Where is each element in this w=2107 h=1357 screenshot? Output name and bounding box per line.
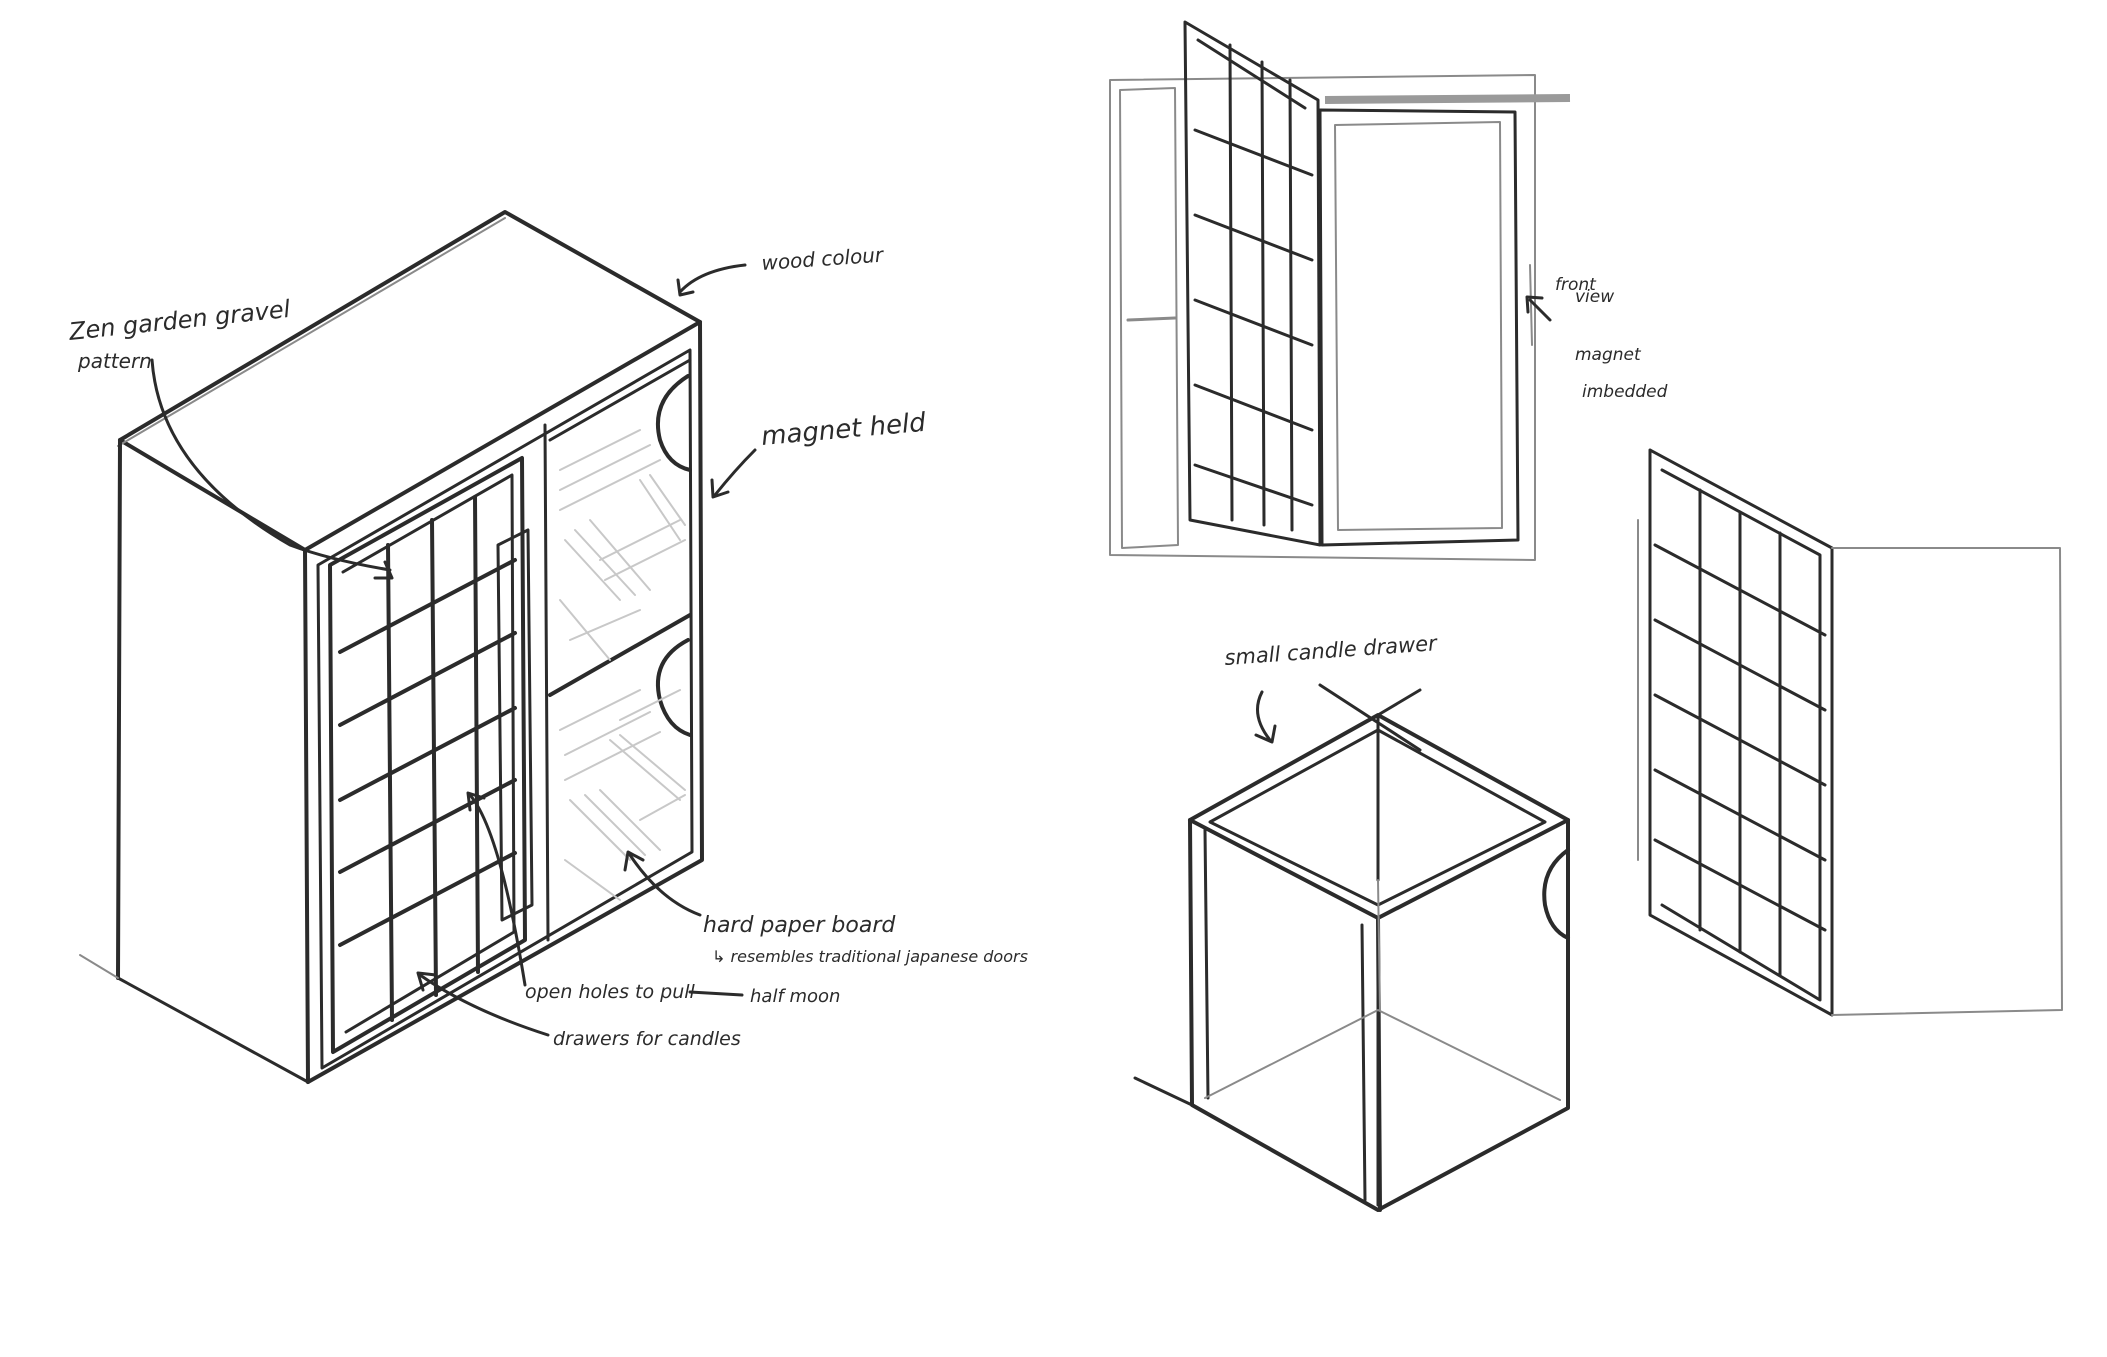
arrow-zen-garden bbox=[150, 358, 392, 572]
swung-rail-4 bbox=[1193, 383, 1314, 432]
side-back-panel bbox=[1831, 547, 2063, 1016]
note-half-moon: half moon bbox=[750, 986, 840, 1007]
door-view-left-jamb bbox=[1119, 87, 1179, 549]
rail-3 bbox=[338, 706, 517, 802]
drawer-top-cross bbox=[1318, 683, 1422, 752]
lattice-panel-side bbox=[1637, 448, 2063, 1017]
door-view-top-shadow bbox=[1324, 94, 1571, 104]
arrow-magnet-held-head bbox=[710, 478, 730, 499]
door-handle bbox=[496, 528, 534, 922]
swung-rail-1 bbox=[1193, 128, 1314, 177]
arrow-zen-garden-head bbox=[373, 560, 394, 580]
swung-mullion-2 bbox=[1260, 60, 1266, 527]
lattice-door-frame bbox=[328, 456, 527, 1054]
note-open-holes: open holes to pull bbox=[525, 981, 696, 1003]
cabinet-floor-line bbox=[79, 954, 119, 979]
note-resembles: ↳ resembles traditional japanese doors bbox=[712, 947, 1028, 966]
arrow-drawers-head bbox=[416, 971, 438, 992]
cabinet-bottom-left bbox=[116, 976, 310, 1084]
arrow-magnet-imbedded-head bbox=[1525, 295, 1544, 314]
paper-panels bbox=[548, 358, 692, 901]
drawer-top-inner bbox=[1208, 728, 1547, 907]
arrow-magnet-imbedded bbox=[1528, 298, 1552, 322]
arrow-half-moon bbox=[688, 990, 744, 997]
arrow-wood-colour-head bbox=[676, 278, 695, 297]
arrow-candle-drawer bbox=[1256, 690, 1272, 742]
arrow-hard-paper bbox=[628, 853, 702, 917]
gravel-pattern bbox=[559, 429, 686, 901]
note-hard-paper-board: hard paper board bbox=[703, 913, 896, 938]
door-view-panel bbox=[1318, 108, 1520, 547]
drawer-inner-bottom bbox=[1204, 879, 1561, 1101]
panel-top bbox=[548, 358, 692, 442]
cabinet-front-frame bbox=[316, 348, 694, 1070]
cabinet-divider bbox=[543, 423, 550, 942]
note-front-view-line2: view bbox=[1575, 287, 1614, 307]
side-rail-3 bbox=[1653, 693, 1827, 787]
arrow-open-holes-head bbox=[466, 791, 486, 812]
door-open-view bbox=[1109, 20, 1571, 561]
note-magnet-imbedded-line2: imbedded bbox=[1582, 382, 1668, 402]
note-small-candle-drawer: small candle drawer bbox=[1224, 631, 1439, 670]
rail-4 bbox=[338, 778, 517, 874]
swung-rail-3 bbox=[1193, 298, 1314, 347]
swung-rail-2 bbox=[1193, 213, 1314, 262]
mullion-2 bbox=[430, 518, 438, 997]
swung-mullion-1 bbox=[1228, 43, 1234, 522]
cabinet-top-face bbox=[118, 210, 702, 552]
drawer-front-corner-inner bbox=[1360, 923, 1367, 1202]
side-rail-1 bbox=[1653, 543, 1827, 637]
note-wood-colour: wood colour bbox=[761, 242, 886, 275]
arrow-hard-paper-head bbox=[623, 850, 645, 872]
door-view-outline bbox=[1109, 74, 1536, 561]
side-rail-4 bbox=[1653, 768, 1827, 862]
arrow-drawers bbox=[418, 973, 550, 1037]
swung-rail-5 bbox=[1193, 463, 1314, 507]
drawer-floor-line bbox=[1133, 1076, 1194, 1107]
drawer-front-left-inner bbox=[1203, 828, 1210, 1100]
arrow-open-holes bbox=[468, 793, 527, 987]
arrow-magnet-held bbox=[713, 448, 757, 497]
cabinet-front-outline bbox=[306, 320, 704, 1084]
door-view-magnet-strip bbox=[1529, 264, 1533, 346]
swung-mullion-3 bbox=[1288, 78, 1294, 532]
cabinet-left-edge bbox=[116, 438, 122, 980]
panel-middle-rail bbox=[548, 613, 692, 697]
note-zen-garden-line1: Zen garden gravel bbox=[67, 295, 292, 346]
note-drawers-for-candles: drawers for candles bbox=[553, 1028, 741, 1050]
mullion-3 bbox=[473, 495, 480, 974]
door-view-magnet-mark bbox=[1126, 316, 1177, 322]
cabinet-front-corner bbox=[303, 548, 310, 1084]
drawer-half-moon bbox=[1542, 848, 1570, 940]
note-magnet-imbedded-line1: magnet bbox=[1575, 345, 1642, 365]
swung-door-top-inner bbox=[1196, 38, 1307, 110]
note-zen-garden-line2: pattern bbox=[77, 349, 152, 373]
half-moon-top bbox=[655, 374, 692, 472]
rail-1 bbox=[338, 558, 517, 654]
note-front-view-line1: front bbox=[1555, 275, 1597, 295]
note-magnet-held: magnet held bbox=[760, 408, 927, 452]
rail-5 bbox=[338, 851, 517, 947]
annotation-arrows bbox=[150, 263, 1552, 1037]
side-rail-2 bbox=[1653, 618, 1827, 712]
side-rail-5 bbox=[1653, 838, 1827, 932]
arrow-wood-colour bbox=[678, 263, 747, 294]
half-moon-bottom bbox=[655, 638, 692, 737]
mullion-1 bbox=[386, 543, 394, 1022]
arrow-candle-drawer-head bbox=[1254, 724, 1277, 744]
cabinet-top-edge-sketch bbox=[117, 217, 506, 447]
swung-lattice-door bbox=[1183, 20, 1322, 547]
candle-drawer bbox=[1133, 683, 1570, 1212]
rail-2 bbox=[338, 631, 517, 727]
lattice-door-left bbox=[328, 456, 534, 1054]
door-view-panel-inner bbox=[1334, 121, 1503, 531]
